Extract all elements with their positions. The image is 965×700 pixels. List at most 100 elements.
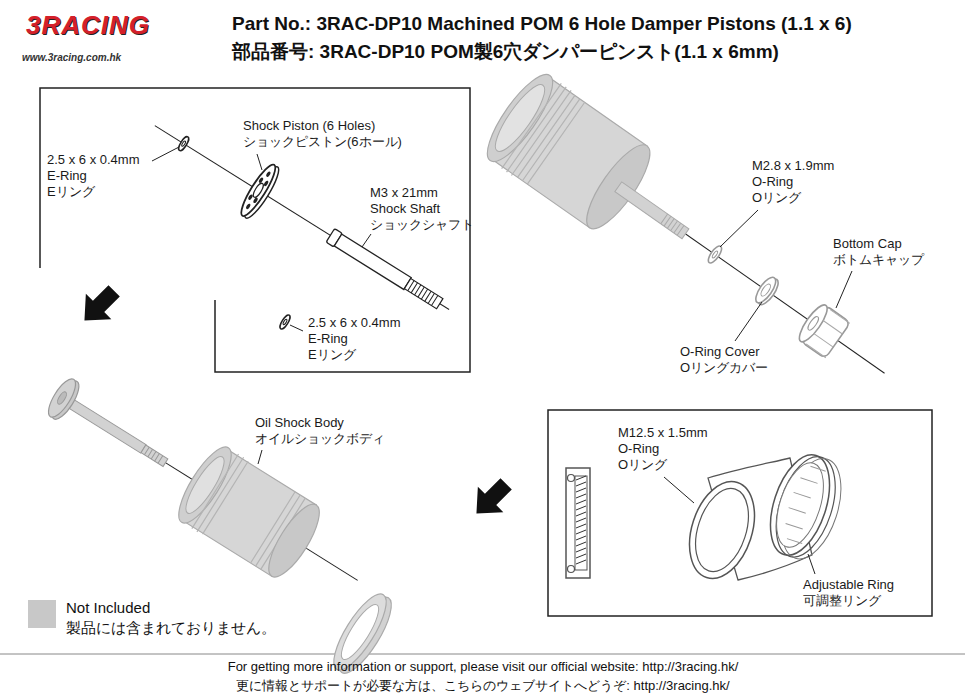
legend-text: Not Included 製品には含まれておりません。 (66, 598, 186, 638)
adjustable-ring (686, 482, 758, 579)
leader-line (808, 554, 815, 574)
shock-bottom-assembly (661, 214, 684, 235)
leader-line (735, 302, 762, 341)
part-name: O-Ring (618, 441, 659, 457)
locking-ring (335, 600, 384, 664)
part-name: E-Ring (308, 331, 348, 347)
shock-bottom-assembly (759, 283, 772, 298)
shaft-piston (144, 447, 162, 463)
shock-bottom-assembly (488, 79, 552, 157)
e-ring (278, 314, 292, 331)
shock-bottom-assembly (806, 315, 820, 332)
part-name: 可調整リング (803, 593, 881, 609)
adjustable-ring (759, 448, 852, 567)
shock-bottom-assembly (806, 310, 850, 358)
part-name: オイルショックボディ (255, 431, 385, 447)
footer-note: 更に情報とサポートが必要な方は、こちらのウェブサイトへどうぞ: http://3… (236, 678, 729, 694)
part-name: Oリングカバー (680, 360, 768, 376)
e-ring (278, 314, 292, 331)
shaft-piston (63, 396, 146, 453)
shock-bottom-assembly (477, 66, 563, 170)
direction-arrow (72, 278, 519, 526)
leader-line (258, 450, 262, 464)
diagram-title: Part No.: 3RAC-DP10 Machined POM 6 Hole … (232, 12, 852, 36)
shaft-piston (44, 375, 81, 421)
leader-line (152, 147, 179, 161)
leader-line (720, 210, 758, 247)
dimension: M12.5 x 1.5mm (618, 425, 708, 441)
panel-frame (548, 410, 932, 616)
leader-line (362, 234, 371, 247)
piston-assembly (236, 161, 280, 219)
part-name: Oリング (752, 190, 801, 206)
dimension: M3 x 21mm (370, 185, 438, 201)
leader-line (290, 325, 303, 331)
piston-assembly (404, 278, 443, 308)
oil-shock-body (170, 440, 381, 617)
part-name: Adjustable Ring (803, 577, 894, 593)
part-name: Eリング (308, 347, 356, 363)
part-name: ショックシャフト (370, 217, 474, 233)
diagram-subtitle: 部品番号: 3RAC-DP10 POM製6穴ダンパーピンスト(1.1 x 6mm… (232, 40, 779, 64)
adjustable-ring (678, 473, 766, 587)
part-name: ボトムキャップ (833, 252, 924, 268)
piston-assembly (253, 197, 259, 204)
part-name: Eリング (47, 184, 95, 200)
cap-section (575, 476, 587, 570)
leader-line (664, 477, 694, 503)
piston-assembly (181, 140, 186, 146)
piston-assembly (265, 171, 271, 178)
piston-assembly (408, 281, 438, 306)
cap-section (566, 468, 590, 578)
part-name: E-Ring (47, 168, 87, 184)
piston-assembly (245, 203, 251, 210)
piston-assembly (247, 194, 253, 201)
part-name: Shock Shaft (370, 201, 440, 217)
shock-bottom-assembly (795, 301, 832, 345)
dimension: 2.5 x 6 x 0.4mm (47, 152, 139, 168)
panel-frame (0, 88, 965, 654)
shock-bottom-assembly (711, 250, 718, 258)
cap-section (566, 468, 590, 578)
shock-bottom-assembly (477, 66, 914, 416)
leader-line (257, 154, 262, 170)
cap-section (568, 566, 575, 573)
part-name: Shock Piston (6 Holes) (243, 118, 375, 134)
shock-bottom-assembly (706, 244, 724, 265)
oil-shock-body (170, 440, 240, 529)
adjustable-ring (678, 448, 852, 587)
panel-frame (0, 654, 965, 655)
adjustable-ring (678, 473, 766, 587)
direction-arrow (72, 278, 127, 333)
shock-bottom-assembly (752, 274, 779, 305)
leader-line (152, 147, 852, 574)
part-name: O-Ring Cover (680, 344, 759, 360)
adjustable-ring (759, 448, 841, 563)
part-name: Oil Shock Body (255, 415, 344, 431)
cap-section (576, 476, 586, 564)
cap-section (568, 475, 575, 482)
adjustable-ring (779, 464, 825, 544)
shock-bottom-assembly (615, 182, 689, 239)
piston-assembly (252, 182, 266, 199)
brand-logo: 3RACING (26, 10, 150, 40)
dimension: M2.8 x 1.9mm (752, 158, 834, 174)
part-name: Bottom Cap (833, 236, 902, 252)
part-name: Oリング (618, 457, 667, 473)
leader-line (836, 271, 852, 308)
piston-assembly (263, 180, 269, 187)
e-ring (282, 319, 287, 325)
shaft-piston (56, 390, 69, 405)
footer-note: For getting more information or support,… (228, 659, 739, 675)
piston-assembly (334, 234, 411, 289)
adjustable-ring (767, 457, 832, 553)
piston-assembly (177, 135, 191, 152)
direction-arrow (464, 471, 519, 526)
oil-shock-body (260, 498, 328, 584)
legend-swatch (28, 600, 56, 628)
brand-url: www.3racing.com.hk (22, 52, 121, 64)
adjustable-ring (765, 449, 847, 564)
shock-bottom-assembly (502, 83, 586, 185)
part-name: ショックピストン(6ホール) (243, 134, 402, 150)
